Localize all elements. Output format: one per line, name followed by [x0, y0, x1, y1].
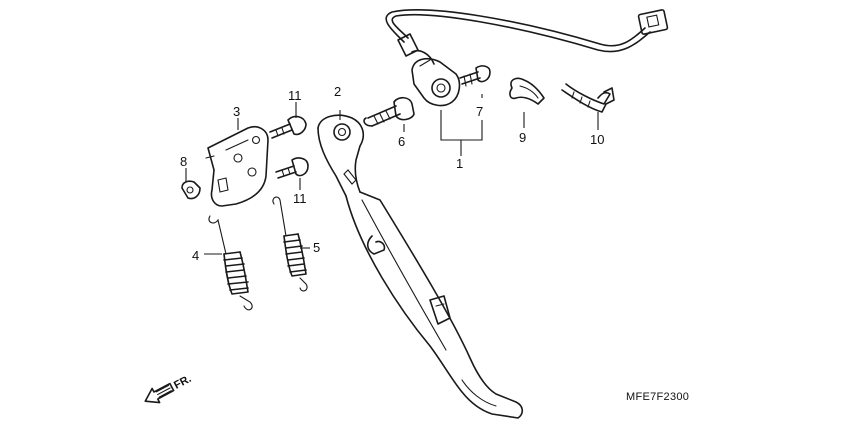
callout-10: 10	[590, 132, 604, 147]
callout-3: 3	[233, 104, 240, 119]
bolt-lower	[275, 157, 309, 179]
callout-4: 4	[192, 248, 199, 263]
callout-7: 7	[476, 104, 483, 119]
front-direction-indicator: FR.	[144, 373, 193, 404]
side-stand	[317, 114, 524, 419]
callout-5: 5	[313, 240, 320, 255]
callout-6: 6	[398, 134, 405, 149]
return-spring-5	[272, 196, 308, 292]
pivot-bolt	[363, 96, 415, 127]
bracket-plate	[205, 125, 269, 207]
callout-11-lower: 11	[293, 191, 307, 206]
wire-clamp	[509, 77, 545, 105]
flange-nut	[181, 180, 201, 200]
callout-9: 9	[519, 130, 526, 145]
switch-bolt	[459, 65, 491, 87]
bolt-upper	[269, 115, 307, 139]
front-direction-arrow-icon	[144, 382, 175, 404]
return-spring-4	[208, 215, 253, 311]
callout-1: 1	[456, 156, 463, 171]
front-direction-label: FR.	[172, 373, 193, 392]
wire-band	[561, 83, 615, 113]
diagram-code: MFE7F2300	[626, 391, 689, 403]
leader-lines	[185, 94, 599, 255]
callout-11-upper: 11	[288, 88, 302, 103]
side-stand-switch	[385, 9, 669, 107]
callout-2: 2	[334, 84, 341, 99]
callout-8: 8	[180, 154, 187, 169]
